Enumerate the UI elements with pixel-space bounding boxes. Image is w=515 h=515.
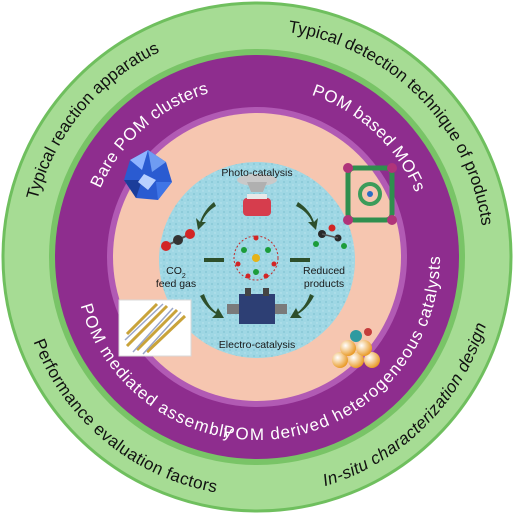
arrow-bottom-left: [200, 294, 224, 318]
co2-molecule-icon: [161, 229, 195, 251]
arrow-products-left: [290, 258, 310, 262]
reduced-products-molecules-icon: [313, 224, 347, 249]
arrow-feed-right: [204, 258, 224, 262]
pom-molecule-icon: [233, 235, 279, 281]
arrow-top-right: [296, 202, 318, 230]
electro-catalysis-label: Electro-catalysis: [219, 339, 295, 351]
arrow-bottom-right: [290, 294, 314, 318]
photo-catalysis-label: Photo-catalysis: [221, 167, 292, 179]
bare-pom-cluster-image: [124, 150, 172, 200]
co2-feed-gas-label: CO2: [166, 265, 186, 280]
arrow-top-left: [196, 202, 216, 230]
pom-assembly-image: [118, 299, 192, 357]
photo-catalysis-reactor-icon: [237, 174, 277, 216]
reduced-products-label: Reduced: [303, 265, 345, 277]
flow-arrows: [196, 202, 318, 318]
pom-mof-image: [343, 163, 397, 225]
electro-catalysis-cell-icon: [227, 288, 287, 324]
reduced-products-label-line2: products: [304, 278, 344, 290]
co2-feed-gas-label-line2: feed gas: [156, 278, 196, 290]
pom-derived-catalyst-image: [332, 328, 380, 368]
